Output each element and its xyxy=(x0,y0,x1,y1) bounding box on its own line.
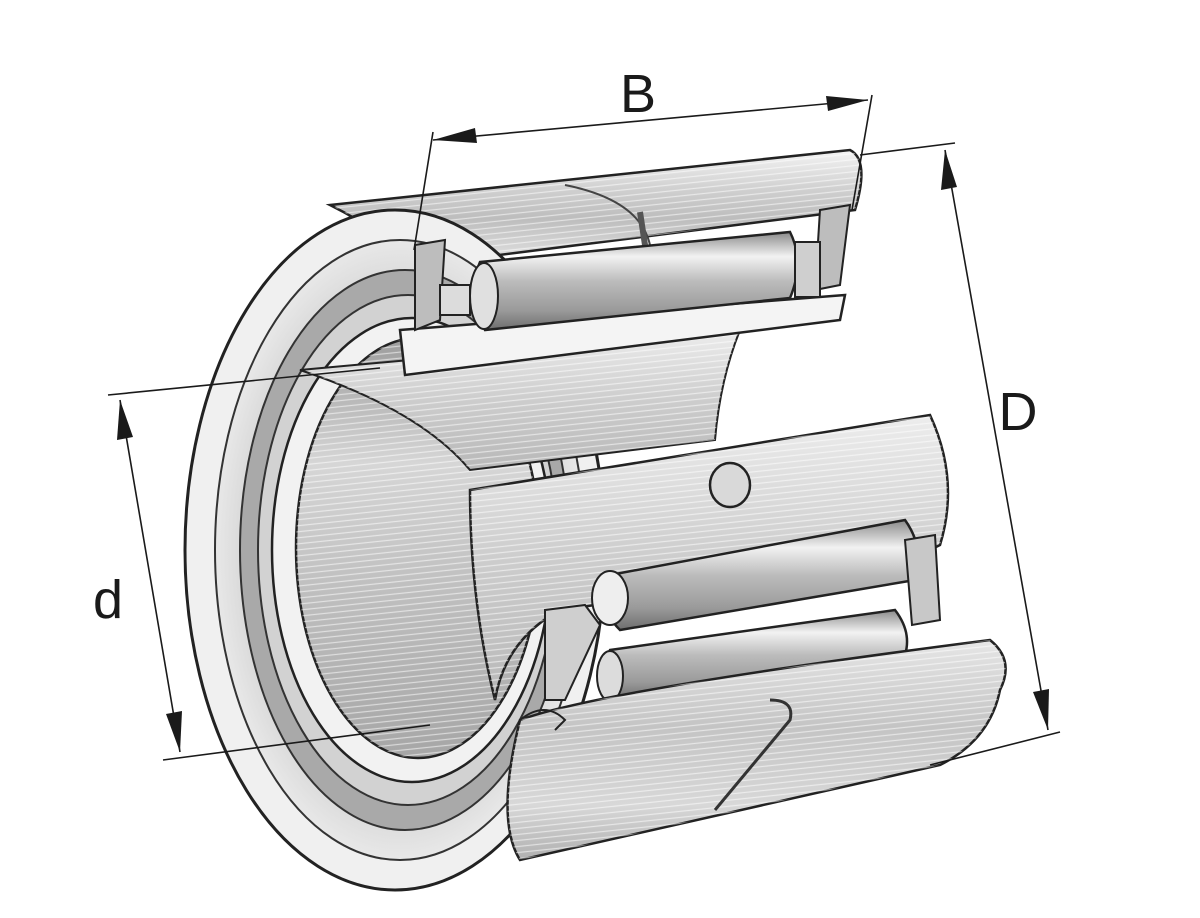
dim-small-d-line xyxy=(119,399,181,753)
dim-small-d-extension-bottom xyxy=(162,724,431,761)
dim-d-line xyxy=(944,149,1049,731)
arrow-d-bottom xyxy=(1033,689,1049,730)
outer-ring-bottom xyxy=(506,638,1007,862)
arrow-small-d-top xyxy=(117,400,133,440)
arrow-b-left xyxy=(433,128,477,143)
dim-small-d-label: d xyxy=(93,570,123,630)
bottom-roller-assembly xyxy=(544,518,942,702)
arrow-d-top xyxy=(941,150,957,190)
arrow-b-right xyxy=(826,96,868,111)
lubrication-hole xyxy=(708,461,752,509)
dimension-arrows xyxy=(117,96,1049,752)
bearing-face xyxy=(183,208,607,892)
top-roller-assembly xyxy=(398,203,852,377)
dim-d-extension-bottom xyxy=(929,731,1061,766)
dimension-lines xyxy=(107,94,1061,766)
dim-d-label: D xyxy=(999,382,1038,442)
dim-b-extension-left xyxy=(413,131,434,251)
dim-b-line xyxy=(432,99,869,141)
dim-b-label: B xyxy=(620,64,656,124)
dim-small-d-extension-top xyxy=(107,367,381,396)
dim-d-extension-top xyxy=(859,142,956,156)
dim-b-extension-right xyxy=(851,94,873,211)
arrow-small-d-bottom xyxy=(166,711,182,752)
